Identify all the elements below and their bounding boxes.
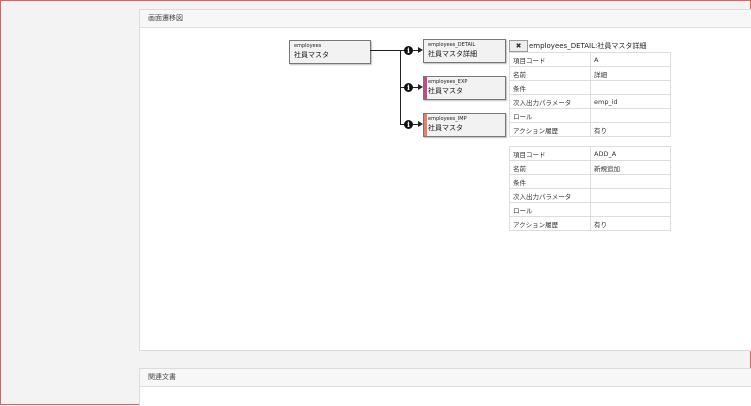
node-name: 社員マスタ [294, 51, 329, 59]
property-value: 新規追加 [590, 160, 671, 175]
property-value [590, 174, 671, 189]
node-root[interactable]: employees 社員マスタ [289, 40, 371, 64]
close-button[interactable]: ✖ [509, 40, 528, 52]
connector-line [370, 50, 400, 51]
property-value [590, 202, 671, 217]
table-row: 条件 [509, 174, 671, 189]
node-code: employees_DETAIL [428, 42, 476, 48]
table-row: ロール [509, 108, 671, 123]
property-value [590, 188, 671, 203]
node-employees-detail[interactable]: employees_DETAIL 社員マスタ詳細 [423, 39, 506, 63]
property-key: 名前 [509, 160, 591, 175]
property-value: emp_id [590, 94, 671, 109]
property-key: 次入出力パラメータ [509, 94, 591, 109]
panel-title: 画面遷移図 [140, 10, 751, 28]
property-key: 項目コード [509, 146, 591, 161]
property-value: A [590, 52, 671, 67]
panel-title: 関連文書 [140, 369, 751, 387]
info-icon[interactable]: i [404, 46, 413, 55]
property-key: 次入出力パラメータ [509, 188, 591, 203]
arrow-icon [418, 121, 423, 127]
property-key: 条件 [509, 80, 591, 95]
node-employees-exp[interactable]: employees_EXP 社員マスタ [423, 76, 506, 100]
table-row: 名前新規追加 [509, 160, 671, 175]
property-value: 有り [590, 216, 671, 231]
property-value: 有り [590, 122, 671, 137]
node-name: 社員マスタ [428, 87, 463, 95]
property-key: 名前 [509, 66, 591, 81]
detail-title: employees_DETAIL:社員マスタ詳細 [529, 42, 647, 50]
arrow-icon [418, 84, 423, 90]
info-icon[interactable]: i [404, 83, 413, 92]
property-value: ADD_A [590, 146, 671, 161]
property-key: ロール [509, 108, 591, 123]
table-row: 条件 [509, 80, 671, 95]
property-value [590, 108, 671, 123]
node-code: employees_IMP [428, 116, 467, 122]
table-row: 名前詳細 [509, 66, 671, 81]
property-key: アクション履歴 [509, 216, 591, 231]
property-key: アクション履歴 [509, 122, 591, 137]
property-key: 項目コード [509, 52, 591, 67]
table-row: アクション履歴有り [509, 122, 671, 137]
node-name: 社員マスタ [428, 124, 463, 132]
node-code: employees [294, 43, 322, 49]
property-value [590, 80, 671, 95]
node-code: employees_EXP [428, 79, 468, 85]
node-employees-imp[interactable]: employees_IMP 社員マスタ [423, 113, 506, 137]
node-name: 社員マスタ詳細 [428, 50, 477, 58]
property-key: ロール [509, 202, 591, 217]
related-documents-panel: 関連文書 [139, 368, 751, 406]
table-row: ロール [509, 202, 671, 217]
node-marker [424, 114, 427, 136]
property-key: 条件 [509, 174, 591, 189]
table-row: 次入出力パラメータ [509, 188, 671, 203]
property-value: 詳細 [590, 66, 671, 81]
node-marker [424, 77, 427, 99]
arrow-icon [418, 47, 423, 53]
table-row: アクション履歴有り [509, 216, 671, 231]
info-icon[interactable]: i [404, 120, 413, 129]
